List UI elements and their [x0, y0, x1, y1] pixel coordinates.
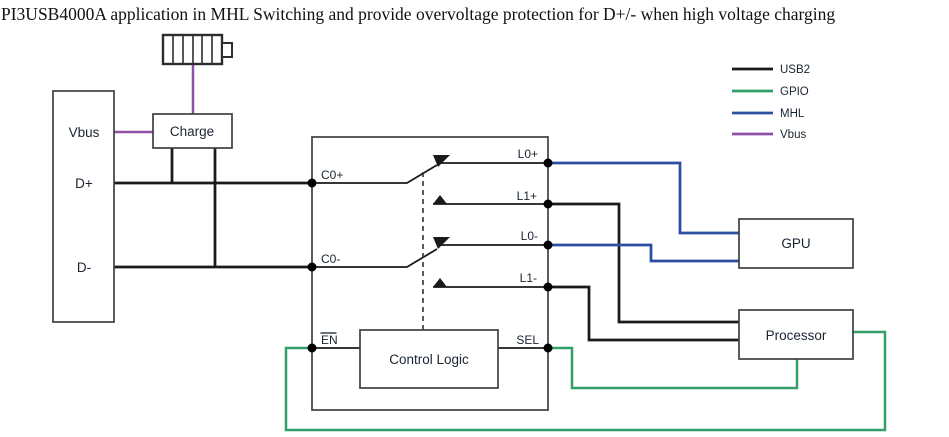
- switch-pole-upper: [312, 164, 438, 184]
- control-logic-box: [359, 329, 499, 389]
- mhl-wires: [548, 161, 739, 263]
- legend-label-mhl: MHL: [780, 108, 805, 120]
- c0-plus-label: C0+: [321, 168, 343, 182]
- sel-label: SEL: [516, 333, 539, 347]
- contact-arrow-l1minus: [433, 278, 447, 287]
- l0-plus-label: L0+: [518, 147, 538, 161]
- d-minus-pin-label: D-: [77, 260, 91, 275]
- vbus-wires: [81, 64, 195, 172]
- c0-minus-label: C0-: [321, 252, 340, 266]
- legend-label-usb2: USB2: [780, 64, 810, 76]
- junction-dot-sel: [543, 343, 553, 353]
- vbus-pin-label: Vbus: [69, 125, 100, 140]
- charge-block-label: Charge: [170, 124, 214, 139]
- junction-dot-c0plus: [307, 178, 317, 188]
- wire-sel-processor: [548, 346, 799, 390]
- junction-dot-l1minus: [543, 282, 553, 292]
- legend-label-gpio: GPIO: [780, 86, 809, 98]
- junction-dot-l0plus: [543, 158, 553, 168]
- diagram-title: PI3USB4000A application in MHL Switching…: [1, 4, 836, 24]
- junction-dot-en: [307, 343, 317, 353]
- gpu-block: GPU: [738, 218, 854, 269]
- battery-icon: [161, 33, 233, 66]
- usb2-wires: [114, 148, 739, 342]
- switch-block: C0+ C0- L0+ L1+ L0- L1- EN SEL Control L…: [307, 136, 553, 411]
- junction-dot-c0minus: [307, 262, 317, 272]
- gpio-wires: [284, 330, 887, 432]
- contact-arrow-l1plus: [433, 195, 447, 204]
- wire-l1minus-processor: [548, 285, 739, 342]
- wire-l1plus-processor: [548, 202, 739, 324]
- l0-minus-label: L0-: [521, 229, 538, 243]
- d-plus-pin-label: D+: [75, 176, 93, 191]
- charge-block: Charge: [152, 113, 233, 149]
- legend-label-vbus: Vbus: [780, 129, 806, 141]
- junction-dot-l0minus: [543, 240, 553, 250]
- control-logic-label: Control Logic: [389, 352, 469, 367]
- l1-plus-label: L1+: [517, 189, 537, 203]
- gpu-block-label: GPU: [781, 236, 810, 251]
- en-label: EN: [321, 333, 338, 347]
- legend: USB2 GPIO MHL Vbus: [732, 64, 810, 141]
- switch-pole-lower: [312, 248, 438, 268]
- contact-arrow-l0plus: [433, 155, 450, 167]
- junction-dot-l1plus: [543, 199, 553, 209]
- contact-arrow-l0minus: [433, 237, 450, 249]
- processor-block: Processor: [738, 309, 854, 360]
- wire-en-processor: [284, 330, 887, 432]
- processor-block-label: Processor: [766, 328, 827, 343]
- l1-minus-label: L1-: [520, 271, 537, 285]
- wire-l0plus-gpu: [548, 161, 739, 235]
- usb-connector-block: Vbus D+ D-: [52, 90, 115, 323]
- wire-l0minus-gpu: [548, 243, 739, 263]
